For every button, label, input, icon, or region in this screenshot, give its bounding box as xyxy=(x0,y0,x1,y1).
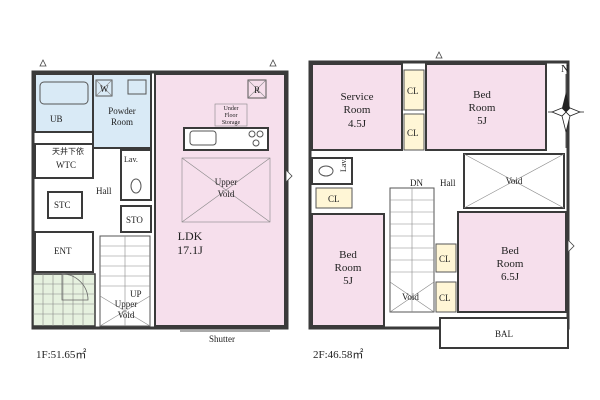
floor2-area-label: 2F:46.58㎡ xyxy=(313,348,363,361)
stairs-void-label-2: Void xyxy=(118,310,135,320)
kitchen-sink xyxy=(189,130,217,146)
bed3-label-1: Bed xyxy=(501,245,519,257)
underfloor-label-1: Under xyxy=(224,106,239,112)
refrigerator-box xyxy=(247,79,267,99)
stc-label: STC xyxy=(54,200,71,210)
closet-e xyxy=(435,281,457,313)
floor-2: Service Room 4.5J CL CL Bed Room 5J Lav.… xyxy=(308,60,570,361)
refrigerator-label: R xyxy=(254,85,260,95)
stairs-void-label-1: Upper xyxy=(115,299,138,309)
stove-icon xyxy=(248,130,264,147)
underfloor-label-3: Storage xyxy=(222,120,241,126)
bed-room-1 xyxy=(425,63,547,151)
sto-label: STO xyxy=(126,215,143,225)
wtc-label: WTC xyxy=(56,160,76,170)
floor1-outline xyxy=(31,70,289,330)
bed2-label-2: Room xyxy=(335,262,362,274)
service-label-1: Service xyxy=(341,91,374,103)
void-label: Void xyxy=(506,176,523,186)
bed3-size-label: 6.5J xyxy=(501,271,520,283)
ldk-upper-void-label-2: Void xyxy=(218,189,235,199)
toilet-room xyxy=(120,149,152,201)
ldk-size-label: 17.1J xyxy=(177,243,203,257)
stair-void-label: Void xyxy=(402,292,419,302)
powder-label-1: Powder xyxy=(108,106,136,116)
ent-label: ENT xyxy=(54,246,72,256)
balcony xyxy=(439,317,569,349)
entrance-door-swing xyxy=(61,273,89,301)
closet-b xyxy=(403,113,425,151)
closet-a-label: CL xyxy=(407,86,419,96)
bal-label: BAL xyxy=(495,329,513,339)
stairs-1f xyxy=(99,235,151,327)
bath-room xyxy=(34,73,94,133)
shutter-label: Shutter xyxy=(209,334,235,344)
closet-c xyxy=(315,187,353,209)
stairs-up-label: UP xyxy=(130,289,142,299)
dn-label: DN xyxy=(410,178,423,188)
ldk-upper-void-label-1: Upper xyxy=(215,177,238,187)
bath-label: UB xyxy=(50,114,63,124)
closet-d-label: CL xyxy=(439,254,451,264)
powder-room xyxy=(92,73,152,149)
service-room xyxy=(311,63,403,151)
bathtub xyxy=(39,81,89,105)
closet-e-label: CL xyxy=(439,293,451,303)
toilet-2f-icon xyxy=(318,165,334,177)
bed-room-3 xyxy=(457,211,567,313)
toilet-lav-label: Lav. xyxy=(124,155,138,164)
sto-room xyxy=(120,205,152,233)
ldk-label: LDK xyxy=(178,229,203,243)
closet-d xyxy=(435,243,457,273)
closet-a xyxy=(403,69,425,111)
bed1-label-2: Room xyxy=(469,102,496,114)
floor1-area-label: 1F:51.65㎡ xyxy=(36,348,86,361)
hall-label-1f: Hall xyxy=(96,186,112,196)
underfloor-label-2: Floor xyxy=(224,113,237,119)
floor-1: R Under Floor Storage Upper Void LDK 17.… xyxy=(31,70,289,361)
void-area xyxy=(463,153,565,209)
hall-label-2f: Hall xyxy=(440,178,456,188)
closet-c-label: CL xyxy=(328,194,340,204)
bed2-label-1: Bed xyxy=(339,249,357,261)
window-markers xyxy=(39,51,575,253)
entrance xyxy=(34,231,94,273)
underfloor-storage-box xyxy=(214,103,248,127)
ldk-room xyxy=(154,73,286,327)
compass-rose-icon xyxy=(548,74,584,148)
bed-room-2 xyxy=(311,213,385,327)
compass-north-label: N xyxy=(561,63,569,75)
wtc-room xyxy=(34,143,94,179)
upper-void-marker xyxy=(181,157,271,223)
bed2-size-label: 5J xyxy=(343,275,354,287)
bed1-size-label: 5J xyxy=(477,115,488,127)
powder-label-2: Room xyxy=(111,117,133,127)
bed3-label-2: Room xyxy=(497,258,524,270)
toilet-icon xyxy=(130,178,142,194)
service-size-label: 4.5J xyxy=(348,118,367,130)
lav-2f-label: Lav. xyxy=(339,158,348,172)
stc-room xyxy=(47,191,83,219)
washer-label: W xyxy=(100,84,109,94)
service-label-2: Room xyxy=(344,104,371,116)
washbasin xyxy=(127,79,147,95)
washer-box xyxy=(95,79,113,97)
wtc-note-label: 天井下依 xyxy=(52,146,84,156)
stairs-2f xyxy=(389,187,435,313)
bed1-label-1: Bed xyxy=(473,89,491,101)
closet-b-label: CL xyxy=(407,128,419,138)
